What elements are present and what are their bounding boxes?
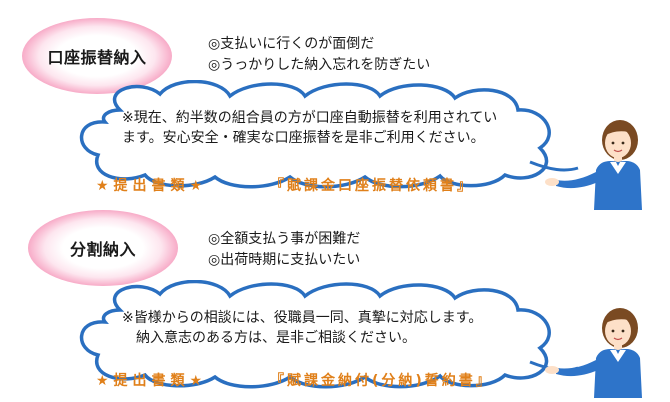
bullet-item: ◎全額支払う事が困難だ [208,231,361,247]
cloud-note: ※現在、約半数の組合員の方が口座自動振替を利用されてい ます。安心安全・確実な口… [122,108,542,148]
note-line: 納入意志のある方は、是非ご相談ください。 [136,330,416,346]
receptionist-illustration [540,110,670,210]
title-oval: 分割納入 [28,210,178,286]
cloud-bubble-icon [79,80,579,189]
note-line: ※皆様からの相談には、役職員一同、真摯に対応します。 [122,310,483,326]
receptionist-icon [545,308,642,398]
note-line: ます。安心安全・確実な口座振替を是非ご利用ください。 [122,130,485,146]
section-account-transfer: 口座振替納入 ◎支払いに行くのが面倒だ ◎うっかりした納入忘れを防ぎたい ※現在… [0,0,670,210]
title-oval: 口座振替納入 [22,18,172,94]
document-label: ★提出書類★ [96,178,208,194]
receptionist-icon [545,120,642,210]
bullet-item: ◎うっかりした納入忘れを防ぎたい [208,57,431,73]
cloud-bubble: ※皆様からの相談には、役職員一同、真摯に対応します。 納入意志のある方は、是非ご… [60,280,580,390]
document-name: 『賦課金口座振替依頼書』 [270,178,474,194]
receptionist-illustration [540,298,670,398]
oval-background [28,210,178,286]
document-name: 『賦課金納付(分納)誓約書』 [270,373,493,389]
note-line: ※現在、約半数の組合員の方が口座自動振替を利用されてい [122,110,498,126]
cloud-bubble: ※現在、約半数の組合員の方が口座自動振替を利用されてい ます。安心安全・確実な口… [60,80,580,190]
bullet-list: ◎支払いに行くのが面倒だ ◎うっかりした納入忘れを防ぎたい [208,34,430,76]
document-label: ★提出書類★ [96,373,208,389]
section-title: 分割納入 [69,240,136,259]
bullet-list: ◎全額支払う事が困難だ ◎出荷時期に支払いたい [208,229,360,271]
cloud-note: ※皆様からの相談には、役職員一同、真摯に対応します。 納入意志のある方は、是非ご… [122,308,542,348]
section-installment: 分割納入 ◎全額支払う事が困難だ ◎出荷時期に支払いたい ※皆様からの相談には、… [0,200,670,400]
bullet-item: ◎支払いに行くのが面倒だ [208,36,375,52]
oval-background [22,18,172,94]
section-title: 口座振替納入 [47,48,147,67]
bullet-item: ◎出荷時期に支払いたい [208,252,361,268]
